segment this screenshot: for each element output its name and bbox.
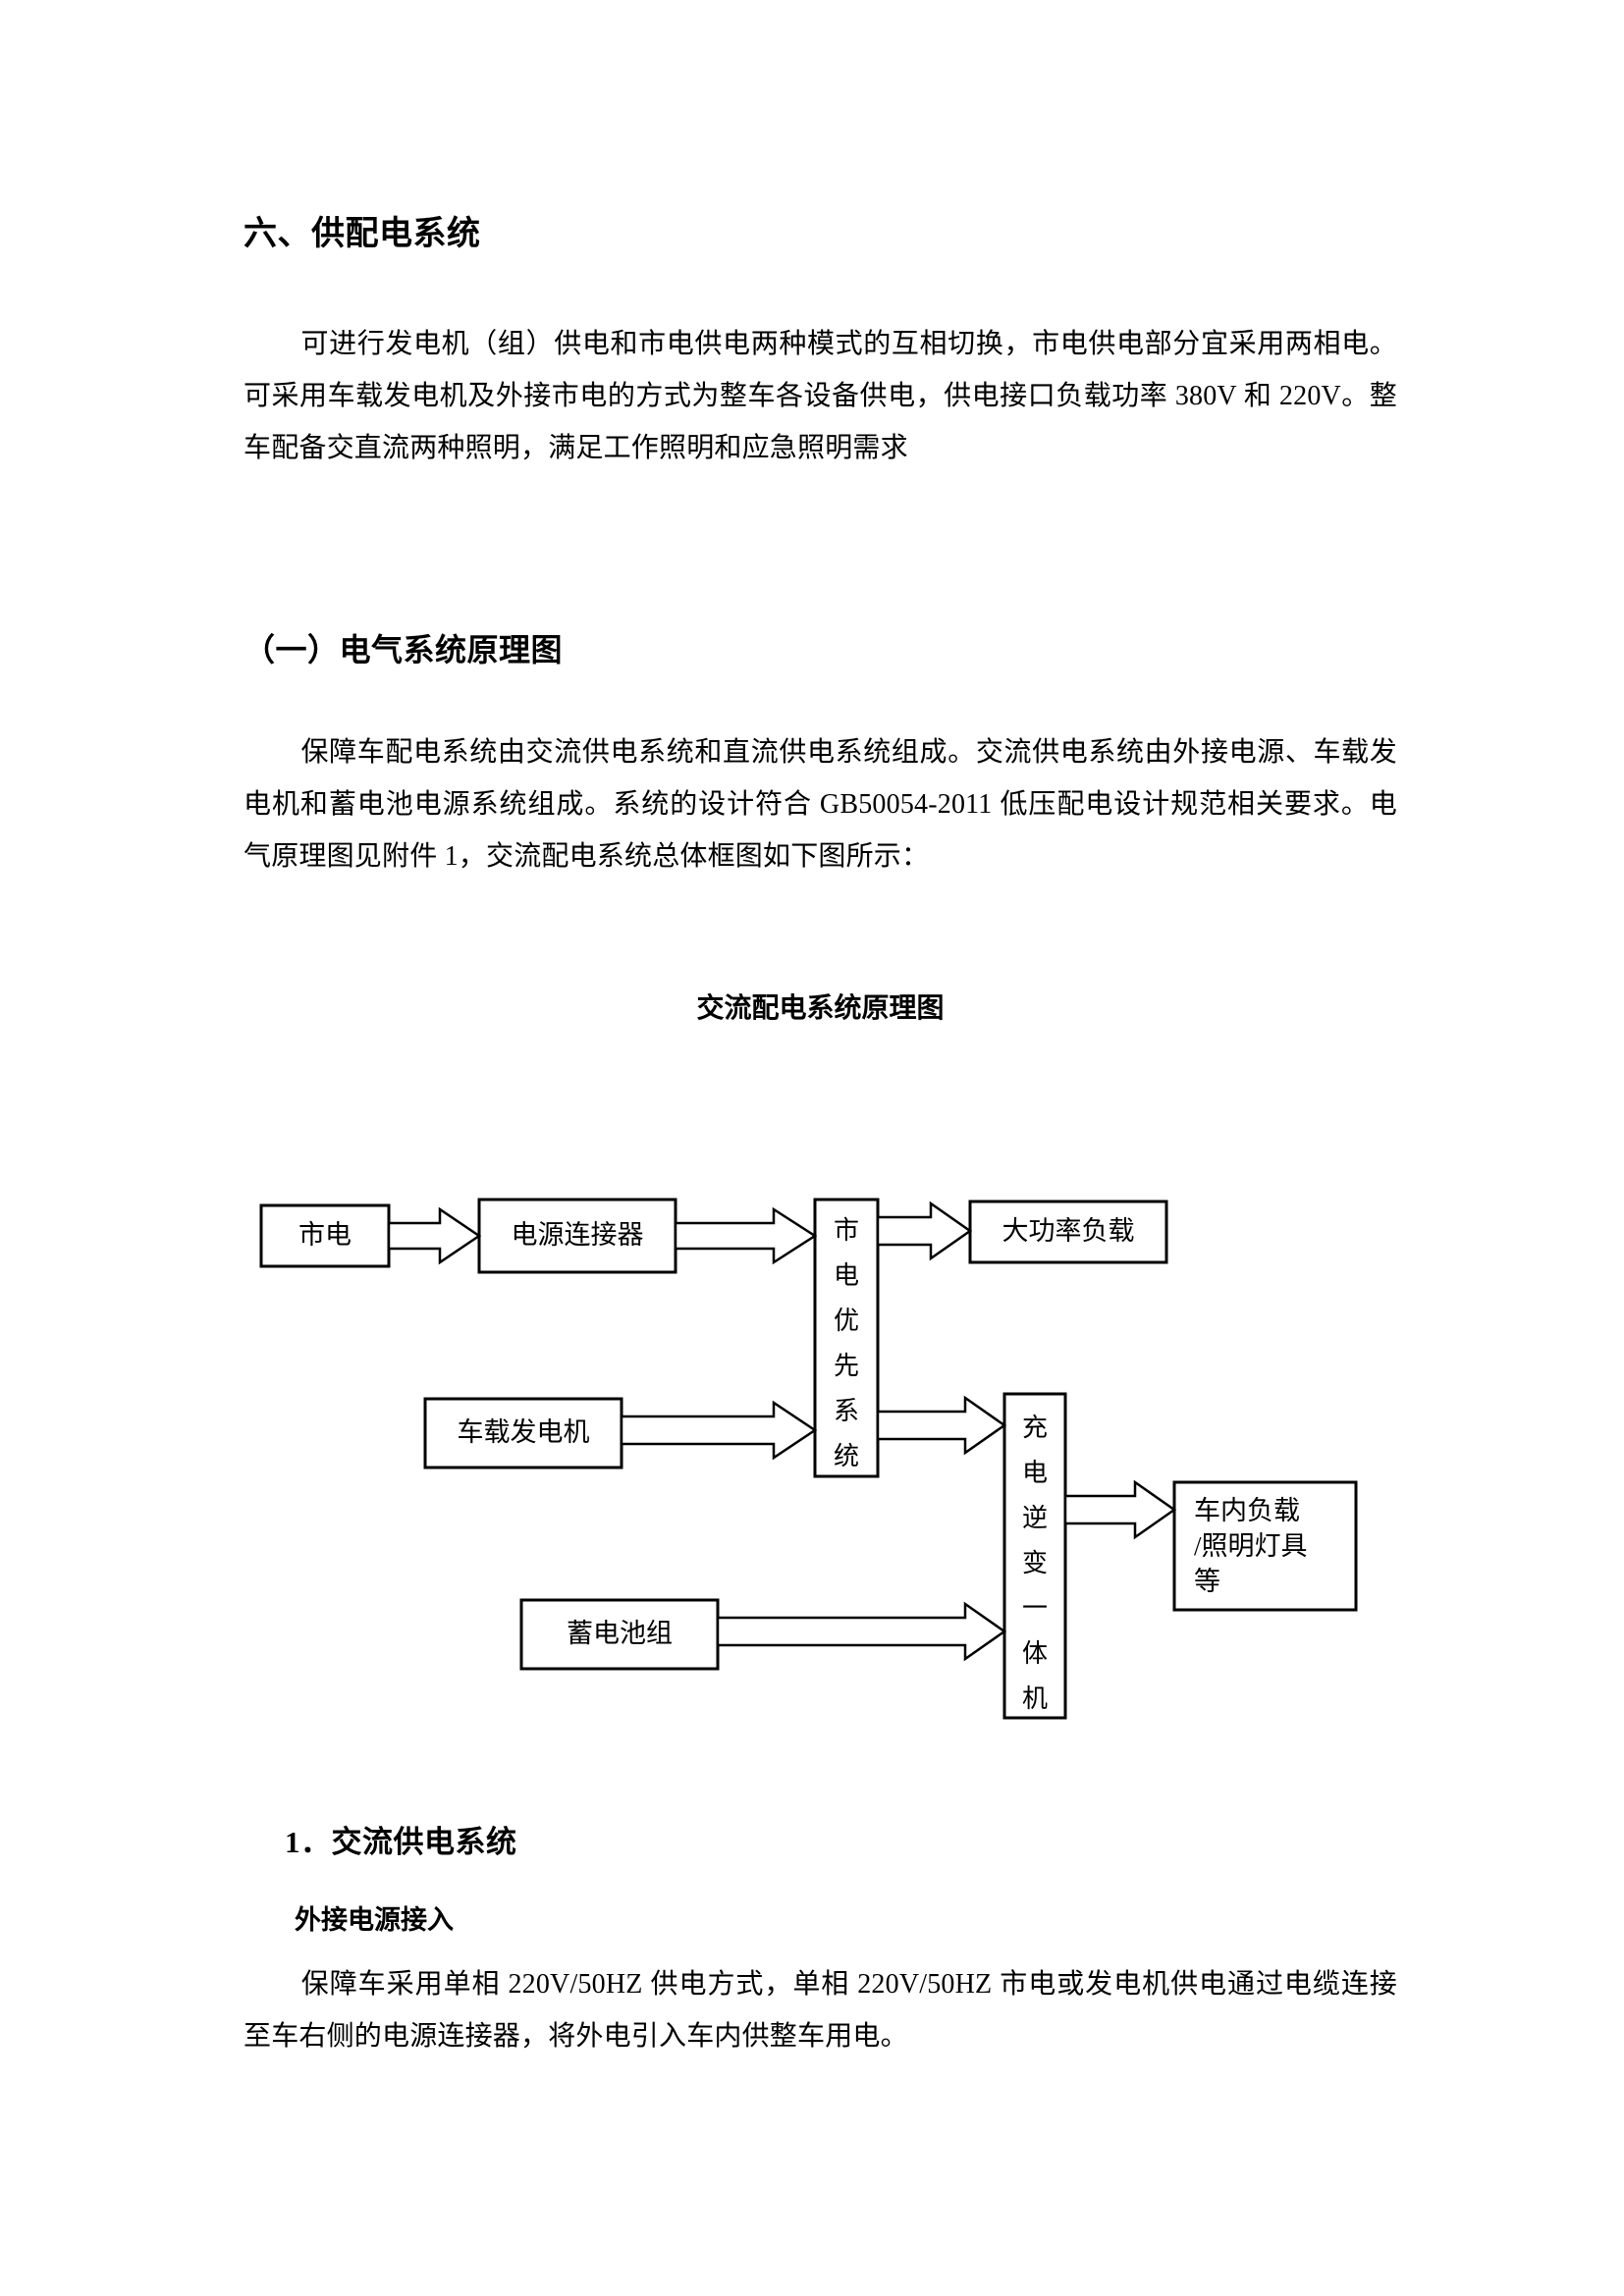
in-vehicle-load-line-1: 车内负载 (1194, 1496, 1300, 1525)
vchar-0: 市 (834, 1216, 859, 1245)
section-heading: 六、供配电系统 (244, 216, 481, 252)
node-label-mains-priority-system: 市 电 优 先 系 统 (834, 1216, 859, 1470)
bold-label-container: 外接电源接入 (295, 1902, 1397, 1940)
node-box-battery-pack (519, 1598, 720, 1671)
node-box-high-power-load (968, 1200, 1168, 1264)
arrow-priority-system-to-high-power-load (876, 1201, 973, 1261)
node-label-battery-pack: 蓄电池组 (567, 1619, 673, 1648)
node-label-in-vehicle-load: 车内负载 /照明灯具 等 (1194, 1496, 1308, 1596)
node-label-charge-inverter-unit: 充 电 逆 变 一 体 机 (1022, 1414, 1048, 1713)
arrow-battery-pack-to-charge-inverter (716, 1601, 1007, 1662)
figure-title-container: 交流配电系统原理图 (244, 989, 1397, 1028)
arrow-mains-to-power-connector (387, 1206, 482, 1265)
vchar-1: 电 (834, 1261, 859, 1290)
node-label-vehicle-generator: 车载发电机 (458, 1417, 590, 1447)
vchar-2: 优 (834, 1307, 859, 1335)
closing-paragraph: 保障车采用单相 220V/50HZ 供电方式，单相 220V/50HZ 市电或发… (244, 1958, 1397, 2062)
arrow-priority-system-to-charge-inverter (876, 1395, 1007, 1456)
vchar-2: 逆 (1022, 1504, 1048, 1532)
subsection-paragraph-container: 保障车配电系统由交流供电系统和直流供电系统组成。交流供电系统由外接电源、车载发电… (244, 726, 1397, 882)
vchar-3: 变 (1022, 1549, 1048, 1577)
vchar-4: 一 (1022, 1594, 1048, 1623)
section-heading-container: 六、供配电系统 (244, 211, 1397, 258)
node-box-charge-inverter-unit (1002, 1392, 1067, 1720)
subsection-heading-container: （一）电气系统原理图 (244, 628, 1397, 672)
arrow-charge-inverter-to-in-vehicle-load (1063, 1479, 1177, 1540)
node-box-in-vehicle-load (1172, 1480, 1358, 1612)
subsection-heading: （一）电气系统原理图 (244, 632, 564, 667)
vchar-6: 机 (1022, 1684, 1048, 1713)
node-box-vehicle-generator (423, 1397, 623, 1469)
closing-paragraph-container: 保障车采用单相 220V/50HZ 供电方式，单相 220V/50HZ 市电或发… (244, 1958, 1397, 2062)
vchar-3: 先 (834, 1352, 859, 1380)
node-label-mains: 市电 (298, 1220, 352, 1250)
node-label-power-connector: 电源连接器 (512, 1220, 644, 1250)
subsection-paragraph: 保障车配电系统由交流供电系统和直流供电系统组成。交流供电系统由外接电源、车载发电… (244, 726, 1397, 882)
node-box-mains (259, 1203, 391, 1268)
arrow-vehicle-generator-to-priority-system (620, 1400, 818, 1461)
numbered-heading-container: 1．交流供电系统 (285, 1821, 1397, 1863)
node-label-high-power-load: 大功率负载 (1002, 1216, 1135, 1246)
numbered-heading: 1．交流供电系统 (285, 1825, 517, 1859)
in-vehicle-load-line-3: 等 (1194, 1567, 1220, 1596)
closing-paragraph-text: 保障车采用单相 220V/50HZ 供电方式，单相 220V/50HZ 市电或发… (244, 1969, 1397, 2052)
node-box-power-connector (477, 1198, 677, 1274)
vchar-4: 系 (834, 1397, 859, 1425)
figure-title: 交流配电系统原理图 (696, 993, 945, 1024)
vchar-1: 电 (1022, 1459, 1048, 1487)
vchar-5: 统 (834, 1442, 859, 1470)
bold-label: 外接电源接入 (295, 1905, 454, 1935)
intro-paragraph: 可进行发电机（组）供电和市电供电两种模式的互相切换，市电供电部分宜采用两相电。可… (244, 318, 1397, 474)
vchar-0: 充 (1022, 1414, 1048, 1442)
arrow-power-connector-to-priority-system (674, 1206, 818, 1265)
intro-paragraph-text: 可进行发电机（组）供电和市电供电两种模式的互相切换，市电供电部分宜采用两相电。可… (244, 329, 1397, 463)
node-box-mains-priority-system (813, 1198, 880, 1478)
ac-power-distribution-diagram: 市电 电源连接器 大功率负载 车载发电机 蓄电池组 市 电 优 先 系 统 充 … (244, 1158, 1397, 1787)
intro-paragraph-container: 可进行发电机（组）供电和市电供电两种模式的互相切换，市电供电部分宜采用两相电。可… (244, 318, 1397, 474)
in-vehicle-load-line-2: /照明灯具 (1194, 1531, 1308, 1561)
subsection-paragraph-text: 保障车配电系统由交流供电系统和直流供电系统组成。交流供电系统由外接电源、车载发电… (244, 737, 1397, 872)
vchar-5: 体 (1022, 1639, 1048, 1668)
